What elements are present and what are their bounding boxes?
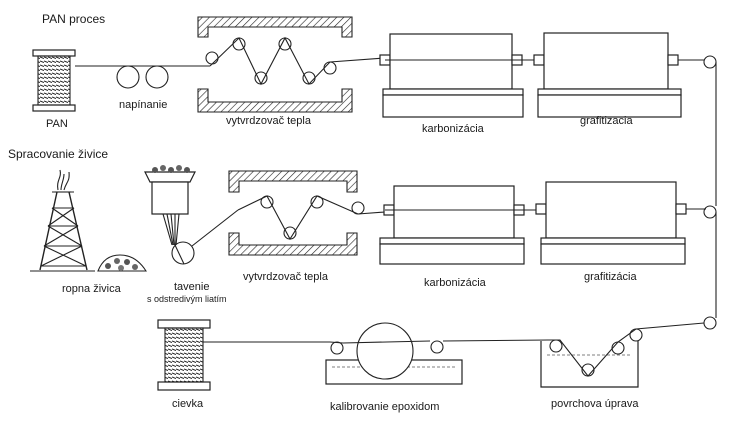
pan-bobbin [32, 49, 76, 112]
spool-label: cievka [172, 398, 204, 410]
tension-label: napínanie [119, 99, 167, 111]
graphitization-furnace-top [533, 32, 706, 118]
surface-treatment-label: povrchova úprava [551, 398, 639, 410]
pitch-process-row: Spracovanie živice [8, 147, 706, 304]
pitch-process-title: Spracovanie živice [8, 147, 108, 161]
pan-process-title: PAN proces [42, 12, 105, 26]
stabilizer-oven-top [197, 16, 386, 113]
pitch-pile [97, 254, 148, 272]
pan-label: PAN [46, 118, 68, 130]
carbonization-top-label: karbonizácia [422, 123, 485, 135]
graphitization-top-label: grafitizacia [580, 115, 633, 127]
transfer-path [703, 55, 717, 330]
epoxy-sizing-bath [325, 322, 549, 385]
melt-spinner [144, 165, 239, 265]
melt-spinning-label-1: tavenie [174, 281, 209, 293]
stabilizer-mid-label: vytvrdzovač tepla [243, 271, 329, 283]
pan-process-row: PAN proces PAN napínanie [32, 12, 706, 135]
surface-treatment-bath [540, 322, 705, 388]
stabilizer-oven-mid [228, 170, 386, 256]
graphitization-mid-label: grafitizácia [584, 271, 637, 283]
melt-spinning-label-2: s odstredivým liatím [147, 294, 227, 304]
finishing-row: cievka kalibrovanie epoxidom povrchova ú… [157, 319, 705, 413]
tension-rollers [116, 65, 210, 89]
petroleum-pitch-label: ropna živica [62, 283, 122, 295]
oil-derrick [30, 169, 95, 272]
carbonization-furnace-mid [379, 185, 540, 265]
stabilizer-top-label: vytvrdzovač tepla [226, 115, 312, 127]
epoxy-sizing-label: kalibrovanie epoxidom [330, 401, 439, 413]
carbonization-furnace-top [379, 33, 540, 118]
graphitization-furnace-mid [535, 181, 706, 265]
carbonization-mid-label: karbonizácia [424, 277, 487, 289]
spool [157, 319, 211, 391]
